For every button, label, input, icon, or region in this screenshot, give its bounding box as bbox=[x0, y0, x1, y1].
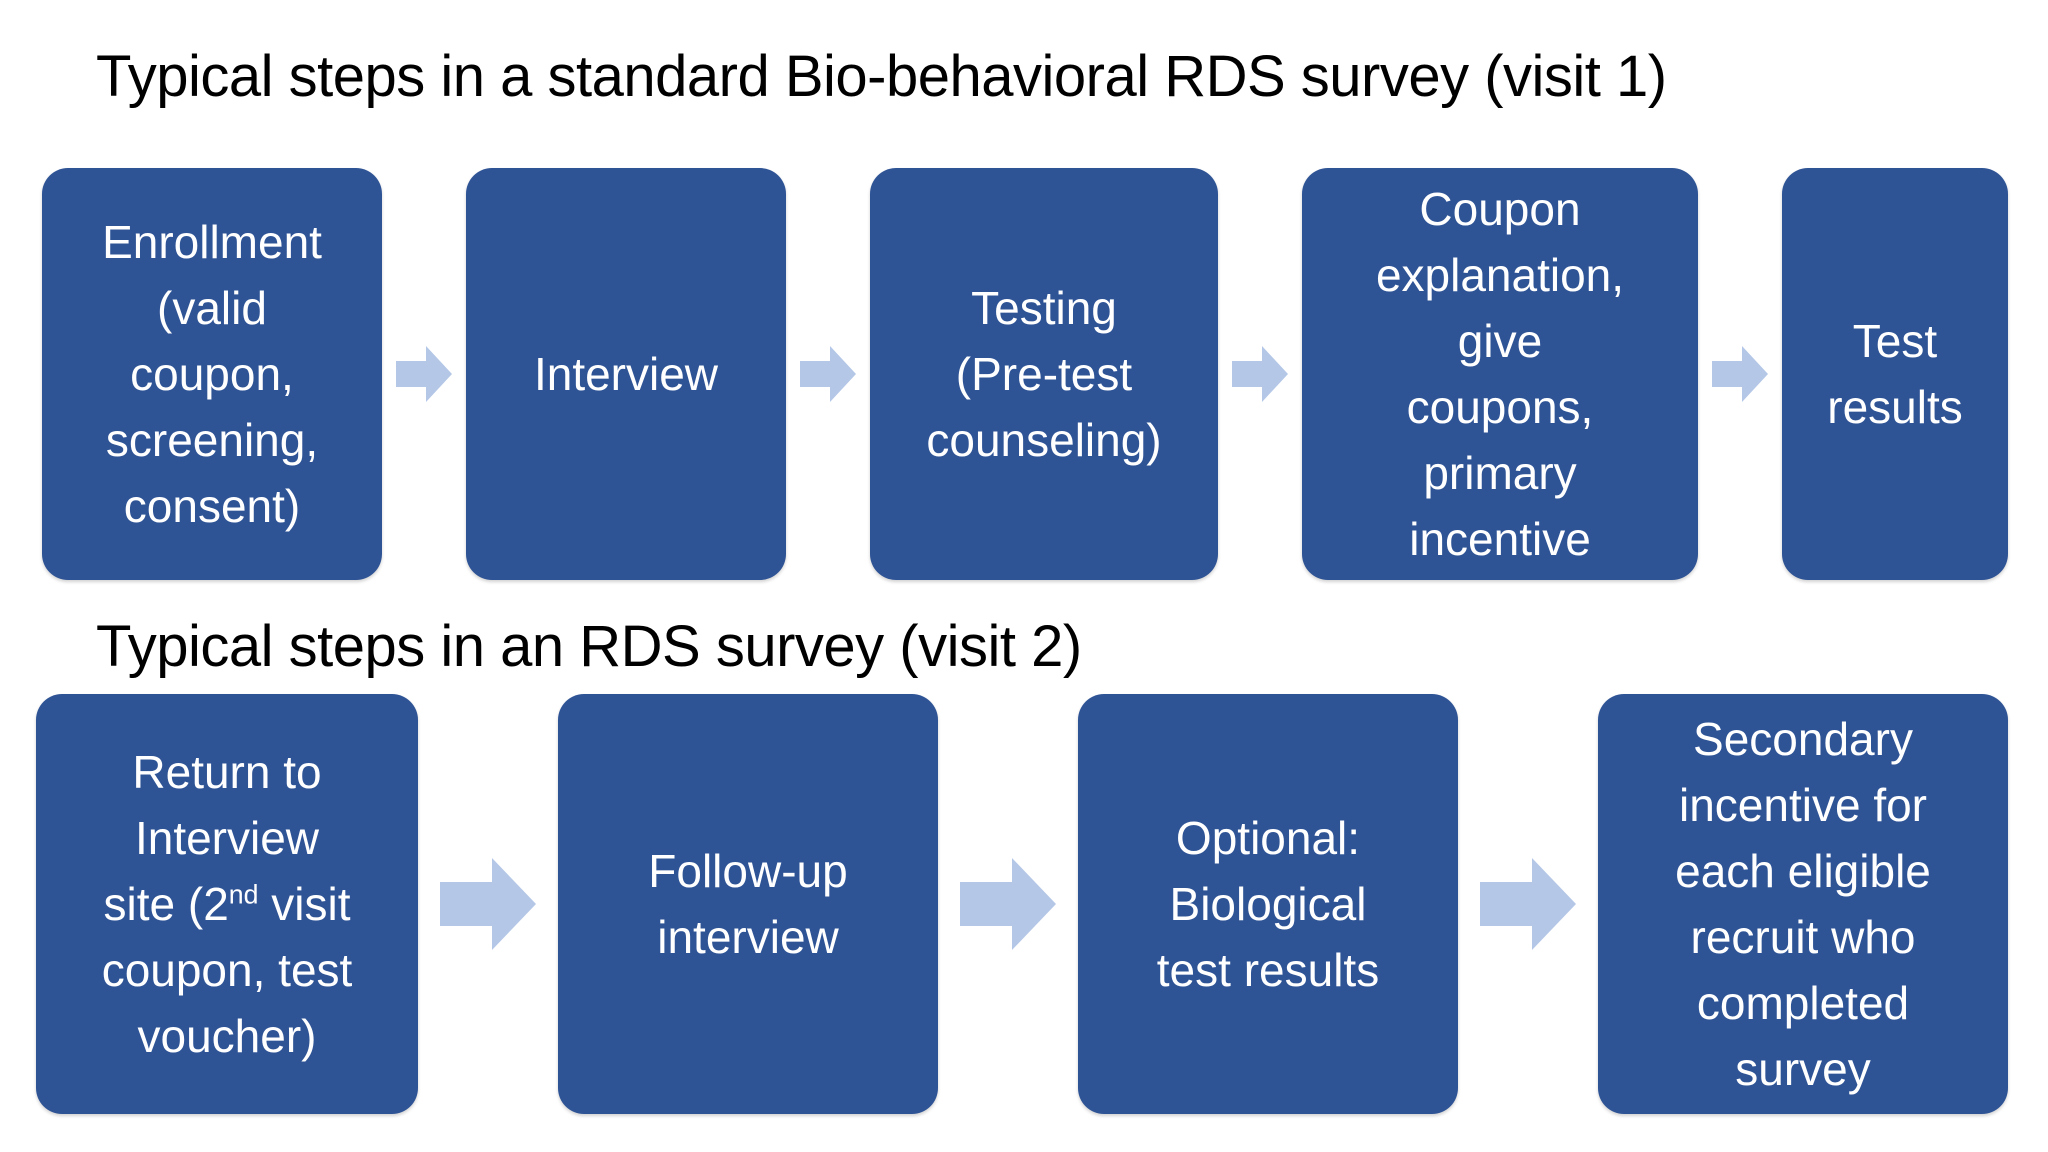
step-label-return-to-site: Return to Interview site (2nd visit coup… bbox=[102, 739, 353, 1069]
step-box-secondary-incentive[interactable]: Secondary incentive for each eligible re… bbox=[1598, 694, 2008, 1114]
step-label-return-to-site-superscript: nd bbox=[228, 879, 259, 910]
section-title-visit-2: Typical steps in an RDS survey (visit 2) bbox=[96, 614, 1082, 679]
step-box-test-results[interactable]: Test results bbox=[1782, 168, 2008, 580]
step-label-testing: Testing (Pre-test counseling) bbox=[926, 282, 1162, 466]
arrow-right-icon-5 bbox=[440, 852, 536, 956]
step-label-return-to-site-prefix: Return to Interview site (2 bbox=[103, 746, 322, 930]
step-box-interview[interactable]: Interview bbox=[466, 168, 786, 580]
step-label-interview: Interview bbox=[533, 348, 719, 400]
step-label-followup-interview: Follow-up interview bbox=[648, 845, 848, 963]
step-label-return-to-site-suffix: visit coupon, test voucher) bbox=[101, 878, 353, 1062]
step-label-test-results: Test results bbox=[1827, 315, 1963, 433]
step-box-enrollment[interactable]: Enrollment (valid coupon, screening, con… bbox=[42, 168, 382, 580]
step-box-return-to-site[interactable]: Return to Interview site (2nd visit coup… bbox=[36, 694, 418, 1114]
flow-row-visit-2: Return to Interview site (2nd visit coup… bbox=[0, 694, 2048, 1114]
arrow-right-icon-3 bbox=[1232, 342, 1288, 406]
arrow-right-icon-4 bbox=[1712, 342, 1768, 406]
step-label-enrollment: Enrollment (valid coupon, screening, con… bbox=[102, 216, 322, 532]
arrow-right-icon-6 bbox=[960, 852, 1056, 956]
step-box-testing[interactable]: Testing (Pre-test counseling) bbox=[870, 168, 1218, 580]
step-label-secondary-incentive: Secondary incentive for each eligible re… bbox=[1675, 713, 1931, 1095]
arrow-right-icon-7 bbox=[1480, 852, 1576, 956]
section-title-visit-1: Typical steps in a standard Bio-behavior… bbox=[96, 44, 1667, 109]
flow-row-visit-1: Enrollment (valid coupon, screening, con… bbox=[0, 168, 2048, 580]
step-label-coupon-explanation: Coupon explanation, give coupons, primar… bbox=[1375, 183, 1625, 565]
step-box-coupon-explanation[interactable]: Coupon explanation, give coupons, primar… bbox=[1302, 168, 1698, 580]
arrow-right-icon-2 bbox=[800, 342, 856, 406]
step-label-optional-bio: Optional: Biological test results bbox=[1156, 812, 1380, 996]
step-box-optional-bio[interactable]: Optional: Biological test results bbox=[1078, 694, 1458, 1114]
step-box-followup-interview[interactable]: Follow-up interview bbox=[558, 694, 938, 1114]
arrow-right-icon-1 bbox=[396, 342, 452, 406]
